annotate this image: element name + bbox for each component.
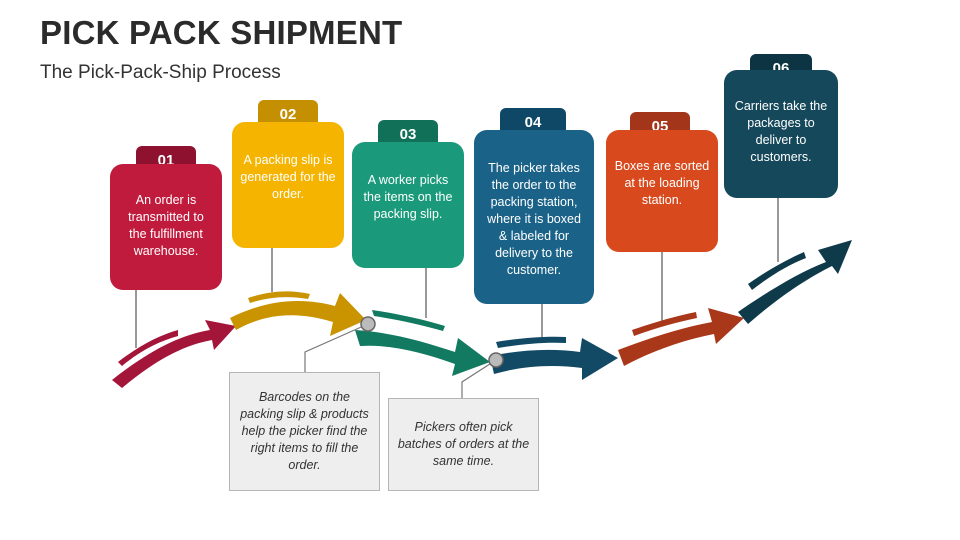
note-dot-2: [488, 352, 504, 368]
note-barcodes: Barcodes on the packing slip & products …: [229, 372, 380, 491]
note-barcodes-text: Barcodes on the packing slip & products …: [240, 390, 369, 472]
step-05-text: Boxes are sorted at the loading station.: [614, 159, 710, 207]
arrow-04: [490, 336, 618, 380]
step-05-card: Boxes are sorted at the loading station.: [606, 130, 718, 252]
step-04-card: The picker takes the order to the packin…: [474, 130, 594, 304]
arrow-01: [112, 320, 236, 388]
note-batches-text: Pickers often pick batches of orders at …: [397, 420, 530, 468]
note-leader-1: [304, 323, 369, 372]
step-04-text: The picker takes the order to the packin…: [487, 161, 581, 277]
step-03-text: A worker picks the items on the packing …: [363, 173, 453, 221]
note-batches: Pickers often pick batches of orders at …: [388, 398, 539, 491]
step-02-text: A packing slip is generated for the orde…: [240, 153, 336, 201]
step-02-card: A packing slip is generated for the orde…: [232, 122, 344, 248]
page-subtitle: The Pick-Pack-Ship Process: [40, 62, 281, 83]
step-01-card: An order is transmitted to the fulfillme…: [110, 164, 222, 290]
arrow-06: [738, 240, 852, 324]
step-06-text: Carriers take the packages to deliver to…: [734, 99, 828, 164]
page-title: PICK PACK SHIPMENT: [40, 14, 403, 51]
arrow-02: [230, 291, 366, 336]
note-leader-2: [461, 359, 497, 398]
step-03-card: A worker picks the items on the packing …: [352, 142, 464, 268]
arrow-03: [355, 310, 490, 376]
arrow-05: [618, 308, 744, 366]
step-01-text: An order is transmitted to the fulfillme…: [128, 193, 204, 258]
step-06-card: Carriers take the packages to deliver to…: [724, 70, 838, 198]
note-dot-1: [360, 316, 376, 332]
